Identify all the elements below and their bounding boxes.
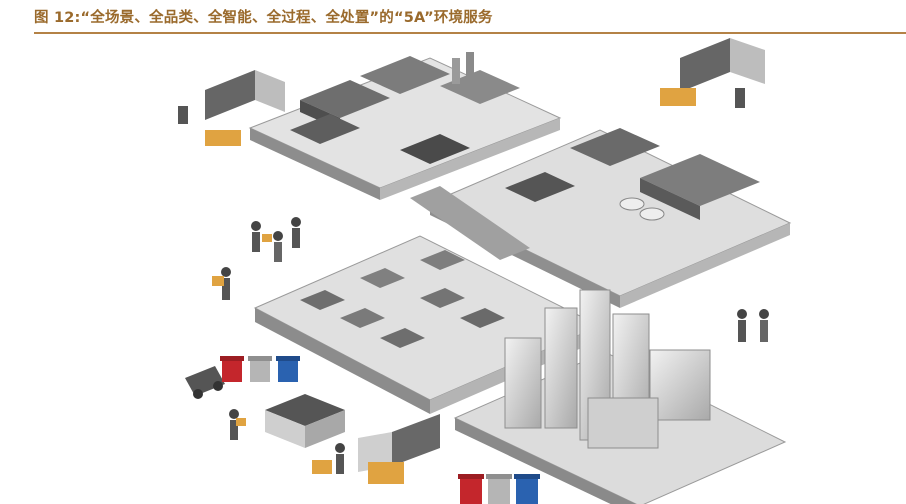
truck-top-left <box>178 70 285 146</box>
truck-bottom <box>312 414 440 484</box>
sorting-bins-left <box>220 356 300 382</box>
figure-caption: 图 12:“全场景、全品类、全智能、全过程、全处置”的“5A”环境服务 <box>34 10 493 26</box>
recycling-kiosk <box>229 394 345 448</box>
downtown-block <box>453 289 787 504</box>
people-group-right <box>737 309 769 342</box>
truck-top-right <box>660 38 765 108</box>
factory-block-top-left <box>248 52 562 200</box>
people-group-left <box>212 217 301 300</box>
road <box>410 186 530 260</box>
caption-rule <box>34 32 906 34</box>
isometric-city-illustration <box>178 38 792 504</box>
sorting-bins-bottom <box>458 474 540 504</box>
street-sweeper <box>185 366 225 399</box>
